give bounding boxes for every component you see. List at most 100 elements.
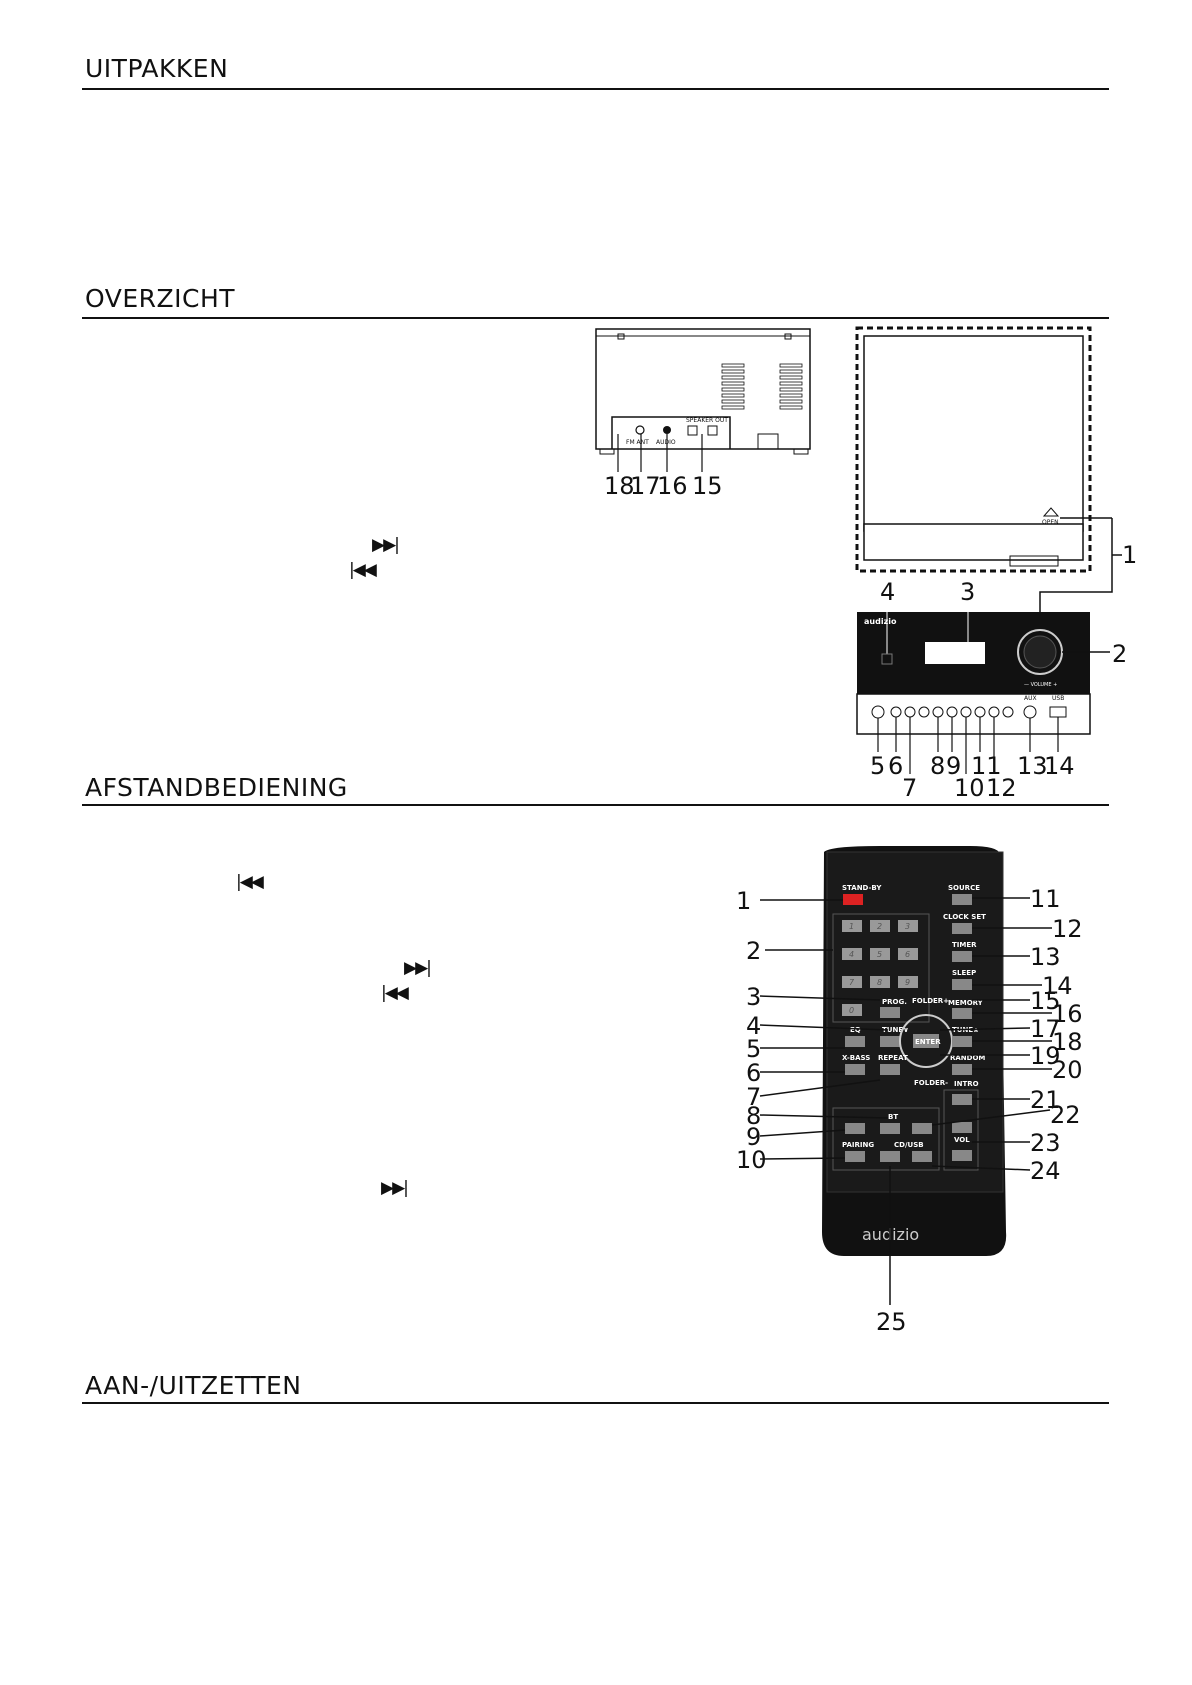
section-title-power: AAN-/UITZETTEN — [85, 1371, 302, 1400]
pairing-label: PAIRING — [842, 1141, 874, 1149]
callout-10: 10 — [954, 774, 985, 802]
tune-down-button — [880, 1036, 900, 1047]
remote-callout-15: 15 — [1030, 987, 1061, 1015]
tune-down-label: TUNE∨ — [882, 1026, 909, 1034]
remote-callout-16: 16 — [1052, 1000, 1083, 1028]
front-brand-logo: audizio — [864, 617, 897, 626]
bt-prev-button — [880, 1123, 900, 1134]
numpad-key-7: 7 — [849, 978, 855, 987]
callout-7: 7 — [902, 774, 917, 802]
x-bass-label: X-BASS — [842, 1054, 870, 1062]
callout-15: 15 — [692, 472, 723, 500]
tune-up-button — [952, 1036, 972, 1047]
remote-callout-13: 13 — [1030, 943, 1061, 971]
callout-18: 18 — [604, 472, 635, 500]
callout-17: 17 — [630, 472, 661, 500]
intro-label: INTRO — [954, 1080, 979, 1088]
clock-set-label: CLOCK SET — [943, 913, 986, 921]
section-title-unpacking: UITPAKKEN — [85, 54, 229, 83]
lcd-display — [925, 642, 985, 664]
standby-label: STAND-BY — [842, 884, 882, 892]
speaker-out-label: SPEAKER OUT — [686, 417, 728, 424]
callout-12: 12 — [986, 774, 1017, 802]
remote-callout-23: 23 — [1030, 1129, 1061, 1157]
rear-foot — [793, 448, 809, 455]
rear-foot — [599, 448, 615, 455]
callout-1: 1 — [1122, 541, 1137, 569]
numpad-key-1: 1 — [849, 922, 854, 931]
prog-button — [880, 1007, 900, 1018]
callout-leaders — [617, 434, 703, 472]
numpad-key-4: 4 — [849, 950, 854, 959]
section-title-remote: AFSTANDBEDIENING — [85, 773, 348, 802]
numpad-frame — [832, 913, 930, 1023]
enter-button — [913, 1034, 939, 1048]
previous-track-icon: |◀◀ — [381, 983, 409, 1003]
remote-callout-7: 7 — [746, 1083, 761, 1111]
speaker-out-right — [707, 425, 718, 436]
remote-callout-19: 19 — [1030, 1042, 1061, 1070]
callout-9: 9 — [946, 752, 961, 780]
vol-up-button — [952, 1122, 972, 1133]
bt-play-button — [912, 1123, 932, 1134]
section-rule — [82, 804, 1109, 806]
fm-antenna-label: FM ANT — [626, 439, 649, 446]
memory-button — [952, 1008, 972, 1019]
callout-4: 4 — [880, 578, 895, 606]
repeat-button — [880, 1064, 900, 1075]
numpad-key-2: 2 — [877, 922, 882, 931]
speaker-out-left — [687, 425, 698, 436]
source-label: SOURCE — [948, 884, 980, 892]
usb-label: USB — [1052, 695, 1064, 702]
remote-callout-24: 24 — [1030, 1157, 1061, 1185]
bt-label: BT — [888, 1113, 898, 1121]
bt-mode-button — [845, 1123, 865, 1134]
numpad-key-5: 5 — [877, 950, 882, 959]
section-title-overview: OVERZICHT — [85, 284, 236, 313]
aux-label: AUX — [1024, 695, 1037, 702]
cd-play-button — [912, 1151, 932, 1162]
remote-callout-10: 10 — [736, 1146, 767, 1174]
remote-callout-3: 3 — [746, 983, 761, 1011]
numpad-key-6: 6 — [905, 950, 910, 959]
callout-11: 11 — [971, 752, 1002, 780]
remote-right-leaders — [931, 897, 1052, 1171]
remote-callout-8: 8 — [746, 1102, 761, 1130]
audio-label: AUDIO — [656, 439, 676, 446]
remote-callout-14: 14 — [1042, 972, 1073, 1000]
callout-3: 3 — [960, 578, 975, 606]
remote-callout-11: 11 — [1030, 885, 1061, 913]
rear-panel-hinge — [617, 333, 625, 340]
random-label: RANDOM — [950, 1054, 985, 1062]
eq-label: EQ — [850, 1026, 861, 1034]
eq-button — [845, 1036, 865, 1047]
enter-label: ENTER — [915, 1038, 941, 1046]
numpad-key-0: 0 — [849, 1006, 854, 1015]
clock-set-button — [952, 923, 972, 934]
remote-callout-6: 6 — [746, 1059, 761, 1087]
cd-lid — [863, 335, 1084, 532]
remote-callout-18: 18 — [1052, 1028, 1083, 1056]
previous-track-icon: |◀◀ — [349, 560, 377, 580]
ir-sensor — [881, 653, 893, 665]
callout-2: 2 — [1112, 640, 1127, 668]
remote-left-leaders — [759, 899, 889, 1160]
cd-usb-label: CD/USB — [894, 1141, 924, 1149]
next-track-icon: ▶▶| — [404, 958, 432, 978]
numpad-key-3: 3 — [905, 922, 910, 931]
rear-panel-illustration: FM ANT AUDIO SPEAKER OUT 18 17 16 15 — [595, 328, 811, 500]
rear-foot — [757, 433, 779, 449]
prog-label: PROG. — [882, 998, 907, 1006]
folder-plus-label: FOLDER+ — [912, 997, 949, 1005]
remote-callout-2: 2 — [746, 937, 761, 965]
random-button — [952, 1064, 972, 1075]
numpad-keys — [842, 920, 918, 1016]
jack-panel-recess — [611, 416, 731, 449]
timer-button — [952, 951, 972, 962]
volume-frame — [943, 1089, 979, 1171]
source-button — [952, 894, 972, 905]
section-rule — [82, 88, 1109, 90]
vent-slots — [721, 363, 803, 410]
callout-13: 13 — [1017, 752, 1048, 780]
open-icon — [1042, 507, 1060, 517]
